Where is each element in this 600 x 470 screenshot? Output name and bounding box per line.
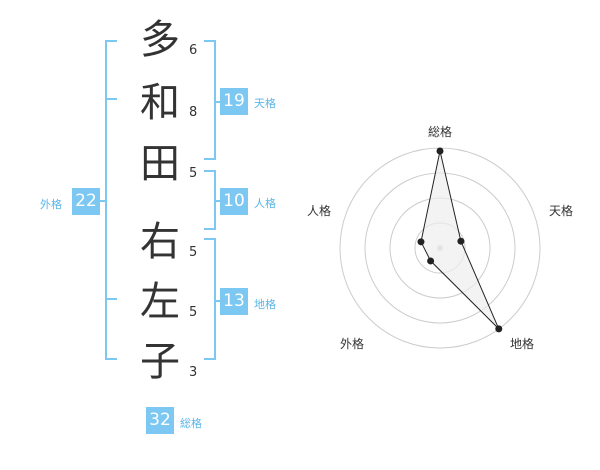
radar-point-1 [436, 147, 444, 155]
jinkaku-value-box: 10 [220, 188, 248, 215]
radar-axis-label-jinkaku: 人格 [307, 204, 332, 218]
stroke-count-6: 3 [189, 365, 198, 380]
name-char-6: 子 [140, 339, 180, 385]
soukaku-label: 総格 [180, 417, 202, 430]
radar-axis-label-gaikaku: 外格 [340, 337, 365, 351]
gaikaku-value-box: 22 [72, 188, 100, 215]
name-char-5: 左 [140, 279, 180, 325]
fortune-radar-chart [339, 147, 541, 349]
name-char-3: 田 [140, 141, 180, 187]
radar-point-2 [457, 237, 465, 245]
name-char-1: 多 [140, 17, 180, 63]
stroke-count-5: 5 [189, 305, 198, 320]
name-char-4: 右 [140, 219, 180, 265]
radar-axis-label-tenkaku: 天格 [549, 204, 574, 218]
chikaku-value-box: 13 [220, 288, 248, 315]
radar-axis-label-soukaku: 総格 [428, 125, 453, 139]
radar-point-5 [417, 238, 425, 246]
radar-point-3 [495, 325, 503, 333]
radar-points [417, 147, 503, 333]
radar-axis-label-chikaku: 地格 [510, 337, 535, 351]
stroke-count-2: 8 [189, 105, 198, 120]
gaikaku-label: 外格 [40, 198, 62, 211]
name-char-2: 和 [140, 80, 180, 126]
tenkaku-label: 天格 [254, 97, 276, 110]
chikaku-label: 地格 [254, 298, 276, 311]
stroke-count-3: 5 [189, 166, 198, 181]
jinkaku-label: 人格 [254, 197, 276, 210]
stroke-count-1: 6 [189, 43, 198, 58]
soukaku-value-box: 32 [146, 407, 174, 434]
stroke-count-4: 5 [189, 245, 198, 260]
radar-point-4 [427, 257, 435, 265]
tenkaku-value-box: 19 [220, 88, 248, 115]
